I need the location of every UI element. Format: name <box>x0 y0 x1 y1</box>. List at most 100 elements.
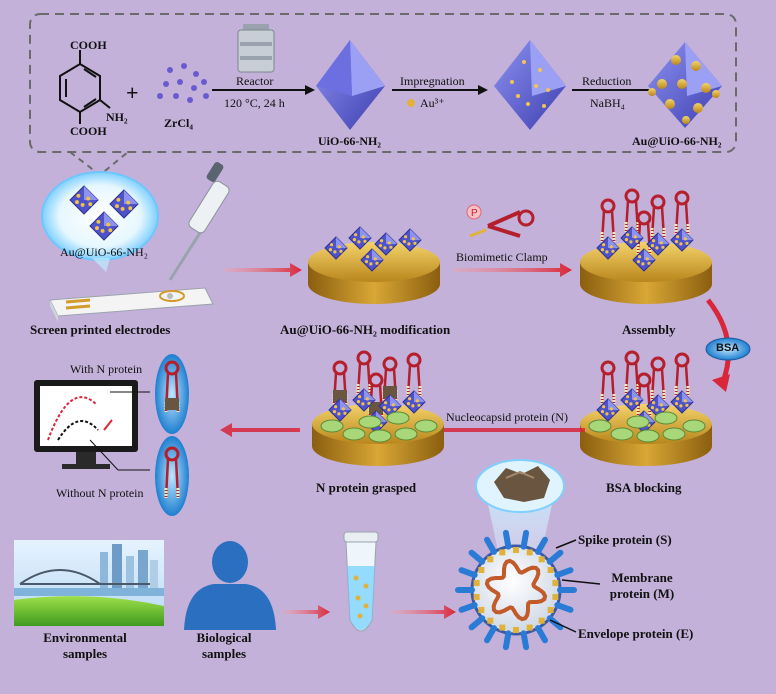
gold-nanoparticle <box>661 407 665 411</box>
svg-text:P: P <box>471 208 478 219</box>
arrow-to-tube <box>284 605 330 619</box>
clamp-arm <box>650 368 656 401</box>
gold-nanoparticle <box>661 245 665 249</box>
label-biomimetic-clamp: Biomimetic Clamp <box>456 250 548 264</box>
gold-nanoparticle <box>638 255 642 259</box>
label-bubble-au-uio: Au@UiO-66-NH₂ <box>60 245 148 259</box>
spike-protein <box>535 625 548 644</box>
clamp-loop <box>368 372 384 388</box>
gold-nanoparticle <box>354 233 358 237</box>
gold-nanoparticle <box>86 196 91 201</box>
au-uio-particle <box>69 185 99 215</box>
clamp-arm <box>600 372 606 405</box>
gold-nanoparticle <box>413 241 417 245</box>
gold-nanoparticle <box>605 250 609 254</box>
membrane-protein <box>552 593 559 600</box>
spike-protein <box>484 536 497 555</box>
gold-nanoparticle <box>365 397 369 401</box>
gold-nanoparticle <box>633 235 637 239</box>
gold-nanoparticle <box>636 260 641 264</box>
gold-nanoparticle <box>659 403 663 407</box>
gold-nanoparticle <box>333 250 337 254</box>
membrane-protein <box>478 607 485 613</box>
gold-nanoparticle <box>126 200 131 205</box>
membrane-protein <box>547 607 554 613</box>
clamp-arm <box>660 368 666 401</box>
gold-nanoparticle <box>387 408 391 412</box>
synthesis-box <box>29 13 737 153</box>
bsa-molecule <box>368 429 392 443</box>
gold-nanoparticle <box>626 233 630 237</box>
captured-n-protein <box>165 398 179 410</box>
au-uio-particle <box>324 236 348 260</box>
membrane-protein <box>478 567 485 573</box>
label-reduction: Reduction <box>582 74 632 88</box>
gold-nanoparticle <box>402 240 407 244</box>
gold-nanoparticle <box>330 243 334 247</box>
gold-nanoparticle <box>364 260 369 264</box>
gold-nanoparticle <box>674 402 679 406</box>
impregnated-octahedron <box>494 40 566 130</box>
au-uio-particle <box>620 388 644 412</box>
gold-nanoparticle <box>600 248 605 252</box>
n-protein-grasped-disc <box>312 350 444 466</box>
captured-n-protein <box>383 386 397 398</box>
octahedron-highlight <box>104 212 118 226</box>
gold-nanoparticle <box>352 238 357 242</box>
membrane-protein <box>513 547 519 553</box>
assembly-electrode-disc <box>580 188 712 304</box>
gold-nanoparticle <box>75 200 79 205</box>
gold-nanoparticle <box>358 395 362 399</box>
spike-protein <box>502 529 512 550</box>
clamp-loop <box>164 360 180 376</box>
biomimetic-clamp <box>332 360 348 405</box>
gold-nanoparticle <box>337 412 341 416</box>
gold-nanoparticle <box>88 202 93 207</box>
gold-nanoparticle <box>389 245 393 249</box>
biomimetic-clamp <box>406 352 422 397</box>
bsa-molecule <box>320 419 344 433</box>
clamp-loop <box>600 198 616 214</box>
bsa-molecule <box>394 427 418 441</box>
gold-nanoparticle <box>404 235 408 239</box>
gold-nanoparticle <box>375 261 379 265</box>
plus-sign: + <box>126 80 139 105</box>
gold-nanoparticle <box>343 411 347 415</box>
clamp-arm <box>650 206 656 239</box>
gold-nanoparticle <box>106 222 111 227</box>
gold-nanoparticle <box>676 397 680 401</box>
gold-nanoparticle <box>407 242 411 246</box>
clamp-loop <box>332 360 348 376</box>
gold-nanoparticle <box>674 240 679 244</box>
gold-nanoparticle <box>609 245 613 249</box>
gold-nanoparticle <box>655 408 659 412</box>
octahedron-highlight <box>608 399 619 410</box>
au-uio-particle <box>348 226 372 250</box>
gold-nanoparticle <box>361 235 365 239</box>
gold-nanoparticle <box>415 399 419 403</box>
bsa-blocked-disc <box>580 350 712 466</box>
label-with-n-protein: With N protein <box>70 362 143 376</box>
biomimetic-clamp <box>164 360 180 413</box>
gold-nanoparticle <box>602 243 606 247</box>
spike-protein <box>554 567 574 578</box>
clamp-arm <box>624 200 630 233</box>
gold-nanoparticle <box>641 262 645 266</box>
label-without-n-protein: Without N protein <box>56 486 144 500</box>
membrane-protein <box>499 624 506 631</box>
screen-printed-electrode <box>49 287 214 322</box>
gold-nanoparticle <box>383 246 387 250</box>
bsa-molecule <box>626 415 650 429</box>
octahedron-highlight <box>682 229 693 240</box>
gold-nanoparticle <box>128 206 133 211</box>
au-uio-particle <box>646 232 670 256</box>
bubble-particles <box>69 185 139 241</box>
gold-nanoparticle <box>337 245 341 249</box>
gold-nanoparticle <box>676 235 680 239</box>
gold-nanoparticle <box>406 402 411 406</box>
uio-66-nh2-octahedron <box>316 40 385 130</box>
octahedron-highlight <box>372 249 383 260</box>
gold-nanoparticle <box>120 206 125 211</box>
label-nh2: NH₂ <box>106 110 128 124</box>
